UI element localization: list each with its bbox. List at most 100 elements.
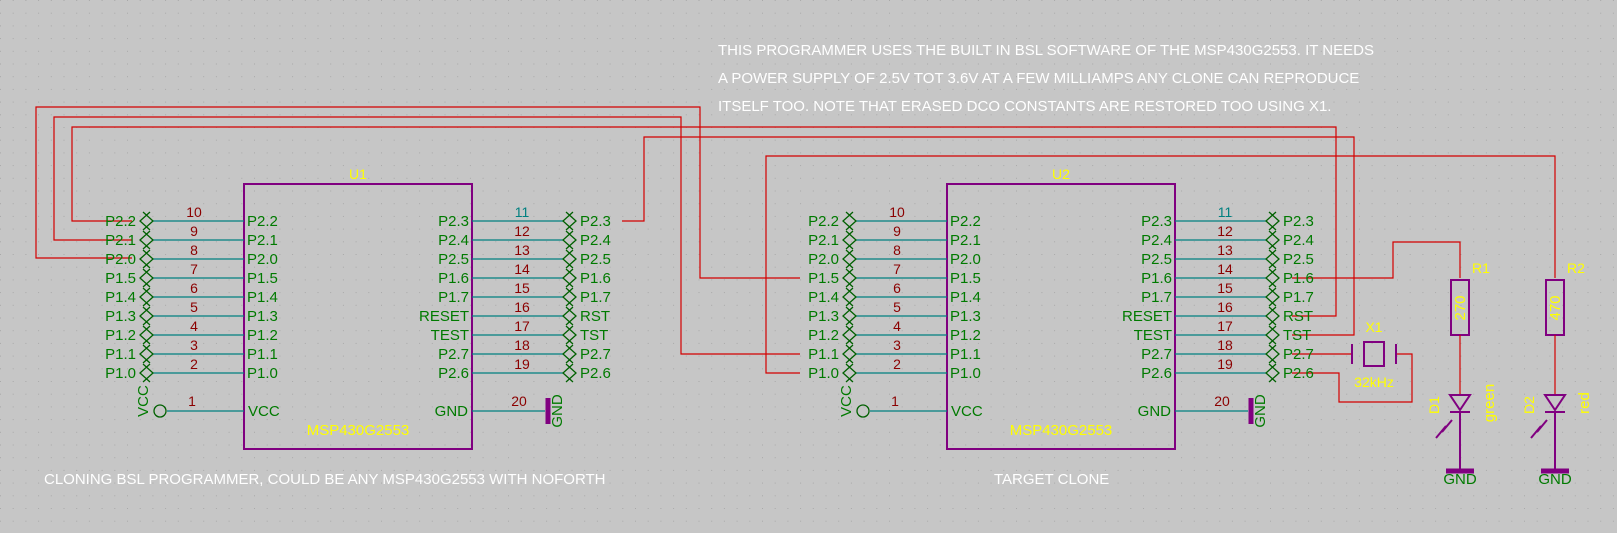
- u1-pin-14-name: P1.6: [438, 270, 469, 287]
- u1-pin-15-connector-mate: [565, 287, 577, 307]
- u1-pin-2-connector-mate: [139, 363, 151, 383]
- u1-pin-4-connector-mate: [139, 325, 151, 345]
- u1-pin-18-name: P2.7: [438, 346, 469, 363]
- u2-pin-7-name: P1.5: [950, 270, 981, 287]
- u2-pin-8-net-label: P2.0: [808, 251, 839, 268]
- led-d1: D1 green GND: [1426, 384, 1498, 488]
- u2-pin-14-name: P1.6: [1141, 270, 1172, 287]
- u2-pin-3-name: P1.1: [950, 346, 981, 363]
- u2-pin-12-connector-mate: [1268, 230, 1280, 250]
- u1-pin-17-name: TEST: [431, 327, 469, 344]
- u1-pin-10-number: 10: [186, 204, 202, 220]
- u2-pin-2-net-label: P1.0: [808, 365, 839, 382]
- x1-body: [1363, 341, 1385, 367]
- u1-pin-3-number: 3: [190, 337, 198, 353]
- u1-vcc-net-label: VCC: [135, 385, 152, 417]
- d2-value: red: [1576, 392, 1593, 414]
- u1-pin-8: 8P2.0P2.0: [105, 242, 278, 269]
- u1-pin-12-connector-mate: [565, 230, 577, 250]
- u1-pin-6-name: P1.4: [247, 289, 278, 306]
- u2-pin-6: 6P1.4P1.4: [808, 280, 981, 307]
- u2-pin-13-connector-mate: [1268, 249, 1280, 269]
- u2-pin-17-number: 17: [1217, 318, 1233, 334]
- u2-pin-19-number: 19: [1217, 356, 1233, 372]
- r1-value: 270: [1452, 295, 1469, 320]
- u2-pin-12-net-label: P2.4: [1283, 232, 1314, 249]
- note-line-2: A POWER SUPPLY OF 2.5V TOT 3.6V AT A FEW…: [718, 70, 1359, 87]
- u2-pin-7-number: 7: [893, 261, 901, 277]
- u1-pin-9-connector-mate: [139, 230, 151, 250]
- wire-p2-2-to-target-rst: [71, 126, 1337, 317]
- u1-pin-6-connector-mate: [139, 287, 151, 307]
- u2-pin-2-number: 2: [893, 356, 901, 372]
- wire-p2-1-to-target-p1-1: [53, 116, 800, 355]
- u1-left-pins: 10P2.2P2.29P2.1P2.18P2.0P2.07P1.5P1.56P1…: [105, 204, 278, 383]
- u2-pin-5-connector-mate: [842, 306, 854, 326]
- u1-pin-13-number: 13: [514, 242, 530, 258]
- u1-pin-2: 2P1.0P1.0: [105, 356, 278, 383]
- u1-pin-9: 9P2.1P2.1: [105, 223, 278, 250]
- u1-pin-3-connector-mate: [139, 344, 151, 364]
- u2-gnd-pin-number: 20: [1214, 393, 1230, 409]
- u1-caption: CLONING BSL PROGRAMMER, COULD BE ANY MSP…: [44, 471, 606, 488]
- u1-pin-19-net-label: P2.6: [580, 365, 611, 382]
- u1-pin-10-name: P2.2: [247, 213, 278, 230]
- resistor-r2: R2 470: [1545, 260, 1585, 336]
- u1-pin-15-name: P1.7: [438, 289, 469, 306]
- u1-pin-13-net-label: P2.5: [580, 251, 611, 268]
- u1-pin-7-name: P1.5: [247, 270, 278, 287]
- u1-pin-13-name: P2.5: [438, 251, 469, 268]
- note-line-3: ITSELF TOO. NOTE THAT ERASED DCO CONSTAN…: [718, 98, 1331, 115]
- u1-pin-15-net-label: P1.7: [580, 289, 611, 306]
- u1-pin-16-number: 16: [514, 299, 530, 315]
- u2-pin-9-name: P2.1: [950, 232, 981, 249]
- u1-pin-11-net-label: P2.3: [580, 213, 611, 230]
- u1-pin-7-net-label: P1.5: [105, 270, 136, 287]
- u2-vcc-pin: 1 VCC VCC: [838, 385, 983, 420]
- u2-pin-2-name: P1.0: [950, 365, 981, 382]
- u1-pin-11-name: P2.3: [438, 213, 469, 230]
- u1-vcc-pin-number: 1: [188, 393, 196, 409]
- d1-emission-arrows: [1435, 419, 1453, 439]
- u1-pin-5-connector-mate: [139, 306, 151, 326]
- u2-pin-16-name: RESET: [1122, 308, 1172, 325]
- u2-pin-8-connector-mate: [842, 249, 854, 269]
- u2-pin-18-name: P2.7: [1141, 346, 1172, 363]
- u1-pin-14-number: 14: [514, 261, 530, 277]
- u2-pin-15-name: P1.7: [1141, 289, 1172, 306]
- u1-pin-9-net-label: P2.1: [105, 232, 136, 249]
- u2-pin-11-number: 11: [1218, 204, 1233, 220]
- x1-value: 32kHz: [1354, 374, 1394, 390]
- u2-pin-15-number: 15: [1217, 280, 1233, 296]
- u2-pin-10-connector-mate: [842, 211, 854, 231]
- u1-vcc-pin-name: VCC: [248, 403, 280, 420]
- r2-value: 470: [1547, 295, 1564, 320]
- u2-pin-4: 4P1.2P1.2: [808, 318, 981, 345]
- u1-gnd-pin: 20 GND GND: [435, 393, 566, 428]
- u2-pin-10-number: 10: [889, 204, 905, 220]
- u1-vcc-terminal: [153, 404, 167, 418]
- u1-pin-8-number: 8: [190, 242, 198, 258]
- u2-pin-17-name: TEST: [1134, 327, 1172, 344]
- u2-pin-10-name: P2.2: [950, 213, 981, 230]
- u1-pin-4-net-label: P1.2: [105, 327, 136, 344]
- u2-pin-16-connector-mate: [1268, 306, 1280, 326]
- u2-pin-19-connector-mate: [1268, 363, 1280, 383]
- u2-pin-6-number: 6: [893, 280, 901, 296]
- u2-pin-8-name: P2.0: [950, 251, 981, 268]
- wires: [35, 106, 1556, 403]
- wire-p2-3-to-target-tst: [622, 136, 1355, 336]
- u1-pin-3-name: P1.1: [247, 346, 278, 363]
- u2-pin-3-net-label: P1.1: [808, 346, 839, 363]
- u1-pin-8-name: P2.0: [247, 251, 278, 268]
- u1-pin-16-net-label: RST: [580, 308, 610, 325]
- u1-gnd-net-label: GND: [549, 394, 566, 428]
- u2-pin-9-number: 9: [893, 223, 901, 239]
- u2-pin-11-name: P2.3: [1141, 213, 1172, 230]
